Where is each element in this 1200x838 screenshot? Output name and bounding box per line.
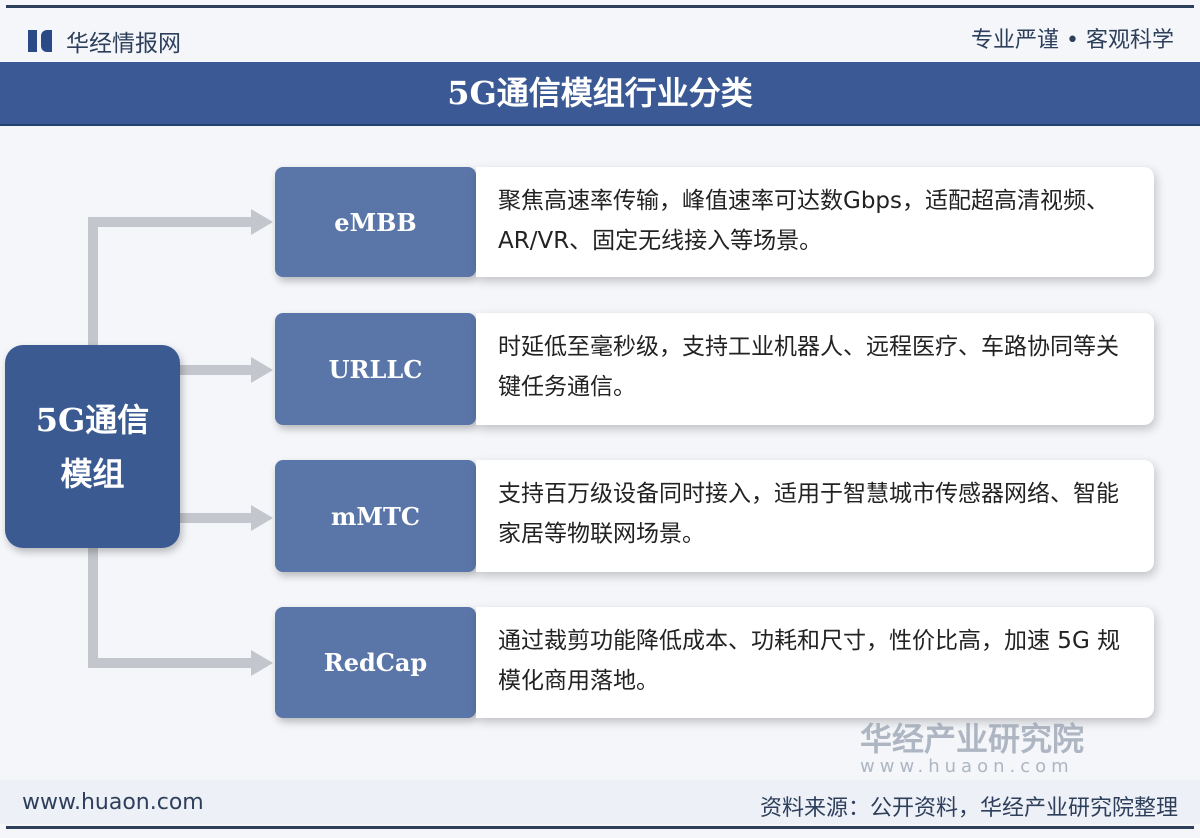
brand-name: 华经情报网 [66,31,181,57]
category-desc: 通过裁剪功能降低成本、功耗和尺寸，性价比高，加速 5G 规模化商用落地。 [476,607,1154,718]
connector [88,546,98,668]
logo-icon [28,30,54,52]
footer-url: www.huaon.com [22,790,204,815]
brand-logo: 华经情报网 [28,24,181,58]
arrow-icon [251,505,273,531]
connector [88,217,98,347]
connector [88,217,253,227]
category-embb: eMBB [275,167,476,277]
slogan: 专业严谨 • 客观科学 [971,28,1174,53]
connector [180,513,253,523]
root-node: 5G通信 模组 [5,345,180,548]
footer-source: 资料来源：公开资料，华经产业研究院整理 [759,796,1178,821]
footer-band [0,780,1200,824]
category-mmtc: mMTC [275,460,476,572]
root-label: 5G通信 模组 [35,400,150,493]
category-desc: 聚焦高速率传输，峰值速率可达数Gbps，适配超高清视频、AR/VR、固定无线接入… [476,167,1154,277]
connector [88,658,253,668]
watermark-name: 华经产业研究院 [860,720,1085,758]
connector [180,365,253,375]
watermark-url: www.huaon.com [860,756,1074,777]
top-divider [6,5,1194,8]
bottom-divider [6,826,1194,829]
category-urllc: URLLC [275,313,476,425]
category-desc: 时延低至毫秒级，支持工业机器人、远程医疗、车路协同等关键任务通信。 [476,313,1154,425]
arrow-icon [251,209,273,235]
category-desc: 支持百万级设备同时接入，适用于智慧城市传感器网络、智能家居等物联网场景。 [476,460,1154,572]
page-title: 5G通信模组行业分类 [0,62,1200,126]
category-redcap: RedCap [275,607,476,718]
arrow-icon [251,357,273,383]
arrow-icon [251,650,273,676]
